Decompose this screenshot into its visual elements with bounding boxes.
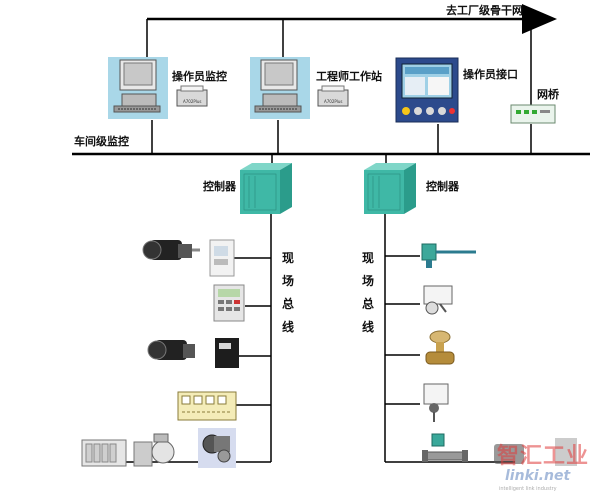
operator-workstation: [108, 57, 168, 119]
network-bridge: [510, 104, 556, 124]
fieldbus-right-char-3: 总: [362, 296, 374, 311]
controller-right: [364, 163, 416, 214]
fieldbus-left-char-3: 总: [282, 296, 294, 311]
backbone-label: 去工厂级骨干网: [446, 3, 523, 17]
controller-left-label: 控制器: [203, 179, 237, 193]
workshop-monitor-label: 车间级监控: [74, 134, 129, 148]
control-valve: [425, 330, 455, 365]
operator-printer: A702Plus: [176, 85, 208, 107]
operator-printer-caption: A702Plus: [183, 99, 202, 104]
servo-motor-1: [142, 240, 200, 260]
operator-interface-label: 操作员接口: [463, 67, 518, 81]
controller-right-label: 控制器: [426, 179, 460, 193]
servo-motor-2: [147, 340, 195, 360]
fieldbus-right-char-1: 现: [362, 251, 374, 265]
bridge-label: 网桥: [537, 87, 560, 101]
controller-left: [240, 163, 292, 214]
drive-unit-2: [215, 338, 239, 368]
temperature-sensor: [421, 243, 476, 268]
operator-interface-panel: [395, 57, 459, 123]
level-transmitter: [423, 383, 449, 422]
engineer-printer-caption: A702Plus: [324, 99, 343, 104]
io-module-keypad: [213, 284, 245, 322]
fieldbus-left-char-4: 线: [282, 319, 294, 334]
engineer-station-label: 工程师工作站: [316, 69, 382, 83]
flow-meter: [422, 433, 468, 462]
operator-monitor-label: 操作员监控: [172, 69, 227, 83]
fieldbus-right-char-4: 线: [362, 319, 374, 334]
drive-unit-1: [209, 239, 235, 277]
engineer-printer: A702Plus: [317, 85, 349, 107]
distributed-io-rack: [81, 439, 127, 467]
engineer-workstation: [250, 57, 310, 119]
fieldbus-left-char-1: 现: [282, 251, 294, 265]
fieldbus-left-char-2: 场: [282, 274, 294, 288]
terminal-io-block: [177, 391, 237, 421]
fieldbus-right-char-2: 场: [362, 274, 374, 288]
motor-pump-right: [494, 438, 577, 466]
pressure-transmitter: [423, 285, 453, 315]
gear-motor-assembly: [198, 428, 236, 468]
pump-valve: [133, 433, 175, 467]
